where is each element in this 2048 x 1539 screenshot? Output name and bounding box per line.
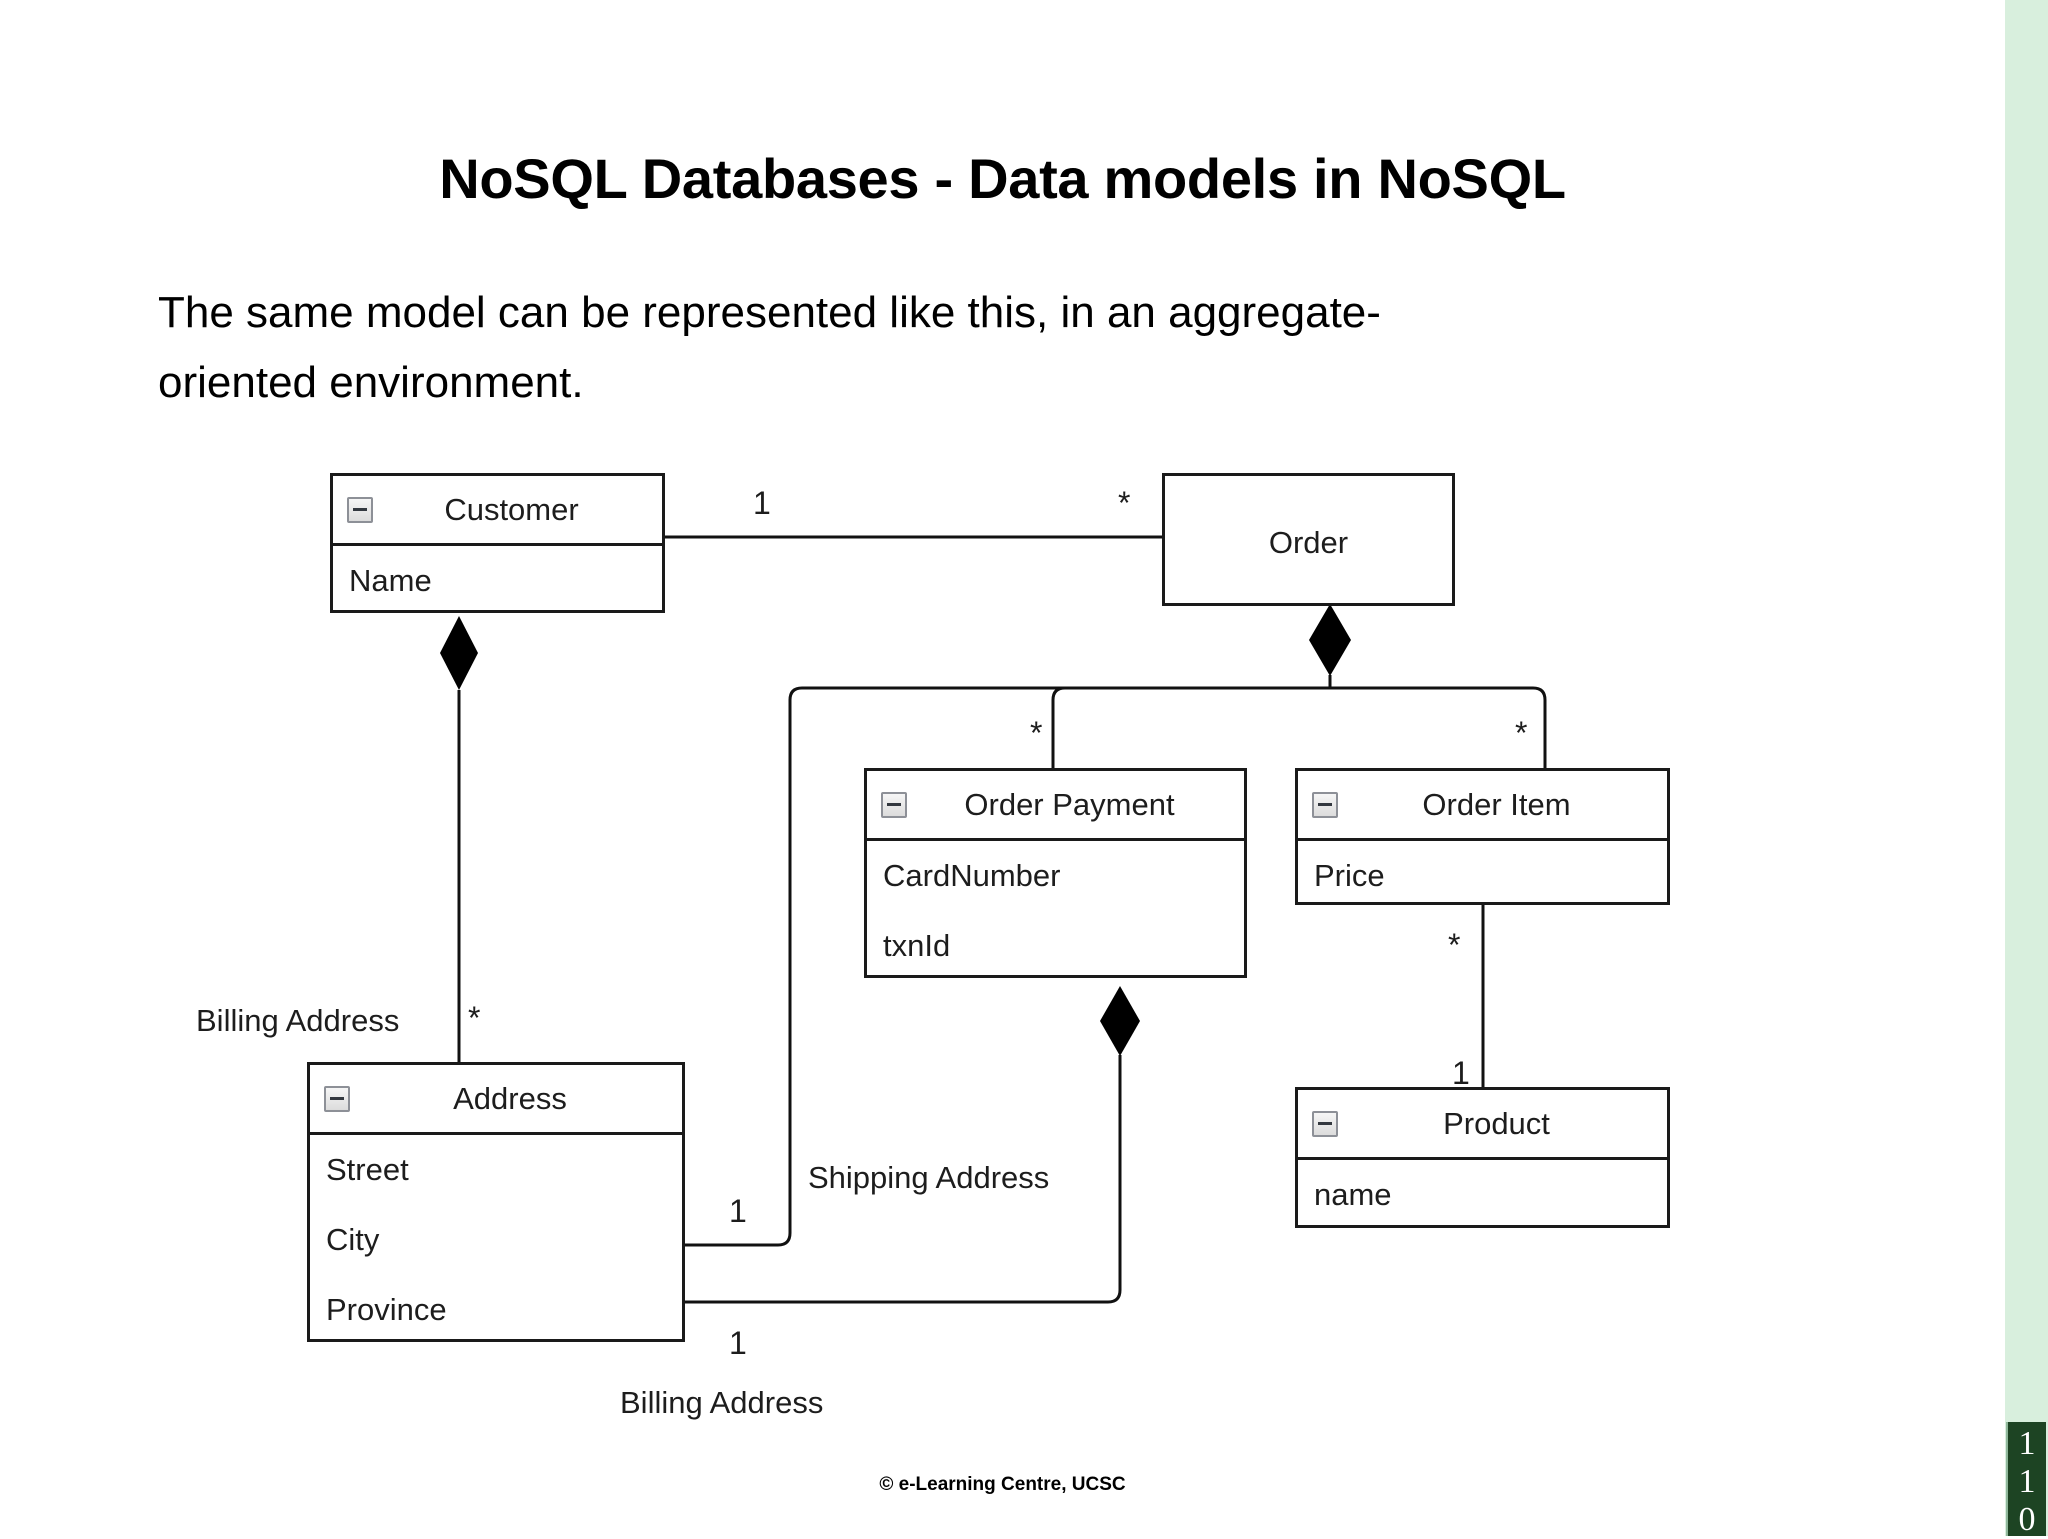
multiplicity-order-to-shipping-address: 1	[729, 1193, 747, 1229]
uml-attribute-list: name	[1298, 1160, 1667, 1230]
page-digit-1: 1	[2018, 1425, 2036, 1462]
uml-class-name: Customer	[444, 491, 579, 527]
uml-attribute-list: CardNumber txnId	[867, 841, 1244, 981]
role-label-customer-billing-address: Billing Address	[196, 1003, 400, 1038]
uml-class-header: Order	[1165, 476, 1452, 609]
multiplicity-order-to-payment: *	[1030, 715, 1043, 751]
uml-class-header: Product	[1298, 1090, 1667, 1160]
uml-class-header: Order Item	[1298, 771, 1667, 841]
wire-bus-left-corner	[788, 686, 803, 1233]
wire-shipping-to-address	[685, 1232, 792, 1247]
slide-canvas: NoSQL Databases - Data models in NoSQL T…	[158, 146, 1918, 1495]
composition-diamond-payment-address	[1100, 986, 1140, 1056]
uml-class-address[interactable]: Address Street City Province	[307, 1062, 685, 1342]
multiplicity-order-to-item: *	[1515, 715, 1528, 751]
uml-attribute: City	[326, 1222, 380, 1257]
uml-class-order-item[interactable]: Order Item Price	[1295, 768, 1670, 905]
uml-class-order-payment[interactable]: Order Payment CardNumber txnId	[864, 768, 1247, 978]
collapse-minus-icon[interactable]	[1312, 791, 1338, 818]
page-digit-3: 0	[2018, 1501, 2036, 1538]
uml-class-name: Product	[1443, 1105, 1550, 1141]
multiplicity-payment-to-billing-address: 1	[729, 1325, 747, 1361]
uml-attribute: CardNumber	[883, 858, 1061, 893]
role-label-shipping-address: Shipping Address	[808, 1160, 1050, 1195]
body-paragraph: The same model can be represented like t…	[158, 278, 1918, 418]
uml-class-header: Order Payment	[867, 771, 1244, 841]
collapse-minus-icon[interactable]	[881, 791, 907, 818]
uml-attribute-list: Name	[333, 546, 662, 616]
uml-attribute: Street	[326, 1152, 409, 1187]
multiplicity-customer-to-order-source: 1	[753, 485, 771, 521]
collapse-minus-icon[interactable]	[1312, 1110, 1338, 1137]
wire-payment-to-address	[697, 1289, 1122, 1304]
uml-attribute: Name	[349, 563, 432, 598]
right-accent-strip	[2005, 0, 2048, 1536]
uml-class-header: Customer	[333, 476, 662, 546]
uml-class-order[interactable]: Order	[1162, 473, 1455, 606]
page-title: NoSQL Databases - Data models in NoSQL	[439, 146, 1566, 210]
uml-class-customer[interactable]: Customer Name	[330, 473, 665, 613]
page-number-badge: 1 1 0	[2006, 1422, 2046, 1538]
uml-class-name: Order	[1268, 524, 1349, 560]
uml-attribute-list: Price	[1298, 841, 1667, 911]
uml-attribute: Price	[1314, 858, 1385, 893]
multiplicity-customer-to-address: *	[468, 1000, 481, 1036]
wire-bus-to-item	[1532, 686, 1547, 768]
multiplicity-item-to-product-target: 1	[1452, 1055, 1470, 1091]
wire-bus-to-payment	[1051, 686, 1066, 768]
role-label-billing-address-bottom: Billing Address	[620, 1385, 824, 1420]
page-digit-2: 1	[2018, 1463, 2036, 1500]
uml-class-product[interactable]: Product name	[1295, 1087, 1670, 1228]
uml-class-name: Order Payment	[964, 786, 1175, 822]
collapse-minus-icon[interactable]	[324, 1085, 350, 1112]
connector-lines	[440, 535, 1547, 1304]
uml-class-diagram: Customer Name Order Order Payment CardNu…	[196, 473, 1670, 1420]
footer-copyright: © e-Learning Centre, UCSC	[879, 1474, 1126, 1495]
uml-attribute-list: Street City Province	[310, 1135, 682, 1345]
uml-attribute: name	[1314, 1177, 1392, 1212]
collapse-minus-icon[interactable]	[347, 496, 373, 523]
composition-diamond-order	[1309, 604, 1351, 676]
uml-class-name: Address	[453, 1080, 567, 1116]
multiplicity-item-to-product-source: *	[1448, 927, 1461, 963]
uml-class-header: Address	[310, 1065, 682, 1135]
body-line-2: oriented environment.	[158, 358, 584, 407]
body-line-1: The same model can be represented like t…	[158, 288, 1381, 337]
composition-diamond-customer-address	[440, 616, 478, 690]
uml-attribute: txnId	[883, 928, 951, 963]
uml-class-name: Order Item	[1422, 786, 1571, 822]
multiplicity-customer-to-order-target: *	[1118, 485, 1131, 521]
uml-attribute: Province	[326, 1292, 447, 1327]
